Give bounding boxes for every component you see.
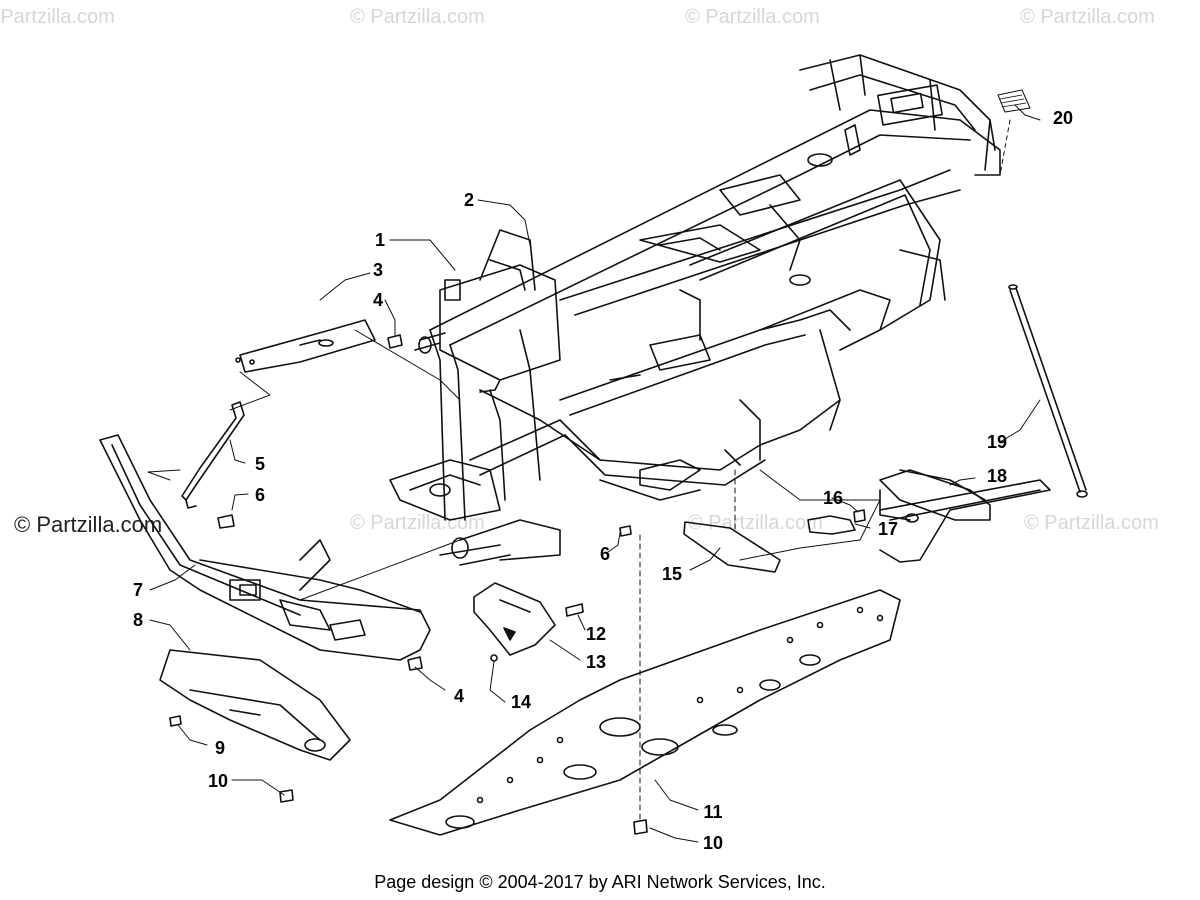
watermark-top-2: © Partzilla.com	[350, 6, 485, 28]
rear-bumper	[807, 469, 1051, 563]
watermark-mid-3: © Partzilla.com	[1024, 512, 1159, 534]
callout-10-right: 10	[702, 833, 724, 853]
mid-bracket	[473, 582, 584, 662]
strut	[181, 401, 245, 509]
callout-13: 13	[585, 652, 607, 672]
center-panel	[683, 521, 781, 573]
callout-20: 20	[1052, 108, 1074, 128]
callout-17: 17	[877, 519, 899, 539]
bolts	[217, 334, 866, 671]
watermark-mid-1: © Partzilla.com	[350, 512, 485, 534]
watermark-top-3: © Partzilla.com	[685, 6, 820, 28]
main-frame	[389, 54, 1001, 566]
support-rod	[1008, 284, 1088, 498]
callout-6-right: 6	[599, 544, 611, 564]
callout-9: 9	[214, 738, 226, 758]
callout-19: 19	[986, 432, 1008, 452]
watermark-top-4: © Partzilla.com	[1020, 6, 1155, 28]
small-fasteners	[169, 715, 648, 835]
callout-2: 2	[463, 190, 475, 210]
watermark-top-1: © Partzilla.com	[0, 6, 115, 28]
decal	[997, 89, 1031, 113]
callout-8: 8	[132, 610, 144, 630]
callout-4-upper: 4	[372, 290, 384, 310]
callout-16: 16	[822, 488, 844, 508]
callout-7: 7	[132, 580, 144, 600]
callout-12: 12	[585, 624, 607, 644]
leader-lines	[147, 104, 1041, 843]
callout-1: 1	[374, 230, 386, 250]
upper-front-bracket	[235, 319, 376, 373]
callout-10-left: 10	[207, 771, 229, 791]
callout-15: 15	[661, 564, 683, 584]
callout-6-left: 6	[254, 485, 266, 505]
callout-18: 18	[986, 466, 1008, 486]
main-skid-plate	[389, 589, 901, 836]
watermark-mid-2: © Partzilla.com	[688, 512, 823, 534]
callout-11: 11	[703, 802, 723, 822]
front-skid-plate	[159, 649, 351, 761]
footer-copyright: Page design © 2004-2017 by ARI Network S…	[374, 872, 826, 892]
callout-5: 5	[254, 454, 266, 474]
callout-3: 3	[372, 260, 384, 280]
callout-4-lower: 4	[453, 686, 465, 706]
callout-14: 14	[510, 692, 532, 712]
